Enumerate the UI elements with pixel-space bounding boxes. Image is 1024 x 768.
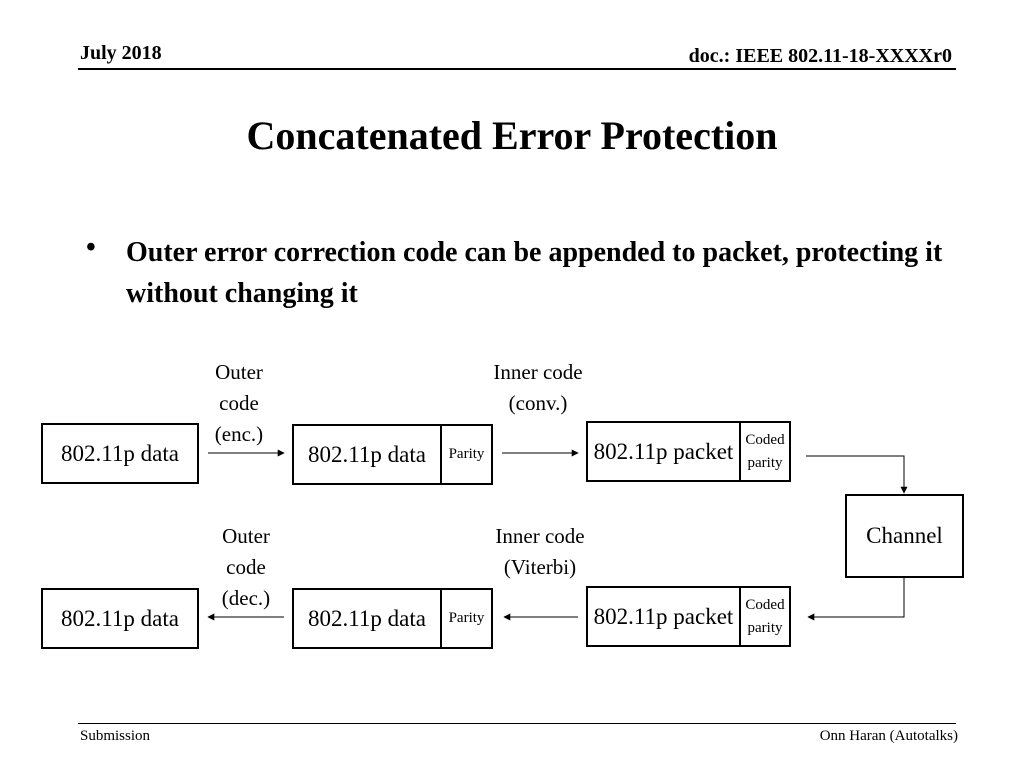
footer-divider — [78, 723, 956, 724]
bullet-marker: • — [86, 232, 96, 263]
channel-box: Channel — [845, 494, 964, 578]
footer-submission: Submission — [80, 728, 151, 744]
channel-to-rx-arrow — [807, 578, 905, 621]
bullet-text: Outer error correction code can be appen… — [126, 237, 943, 309]
tx-outer-code-label: Outer code (enc.) — [214, 360, 264, 446]
tx-data-box: 802.11p data — [41, 423, 199, 484]
tx-inner-code-label: Inner code (conv.) — [493, 360, 583, 415]
header-doc-id: doc.: IEEE 802.11-18-XXXXr0 — [688, 45, 952, 67]
slide-title: Concatenated Error Protection — [246, 113, 778, 158]
tx-packet-box: 802.11p packet — [586, 421, 741, 482]
rx-packet-box: 802.11p packet — [586, 586, 741, 647]
tx-coded-parity-box: Coded parity — [739, 421, 791, 482]
tx-to-channel-arrow — [806, 455, 908, 494]
rx-parity-box: Parity — [440, 588, 493, 649]
rx-coded-parity-box: Coded parity — [739, 586, 791, 647]
header-divider — [78, 68, 956, 70]
rx-data-box: 802.11p data — [41, 588, 199, 649]
rx-outer-code-label: Outer code (dec.) — [221, 524, 271, 610]
rx-inner-code-label: Inner code (Viterbi) — [495, 524, 585, 579]
tx-encoded-data-box: 802.11p data — [292, 424, 442, 485]
footer-author: Onn Haran (Autotalks) — [819, 728, 958, 744]
header-date: July 2018 — [80, 42, 162, 64]
rx-decoded-data-box: 802.11p data — [292, 588, 442, 649]
tx-parity-box: Parity — [440, 424, 493, 485]
